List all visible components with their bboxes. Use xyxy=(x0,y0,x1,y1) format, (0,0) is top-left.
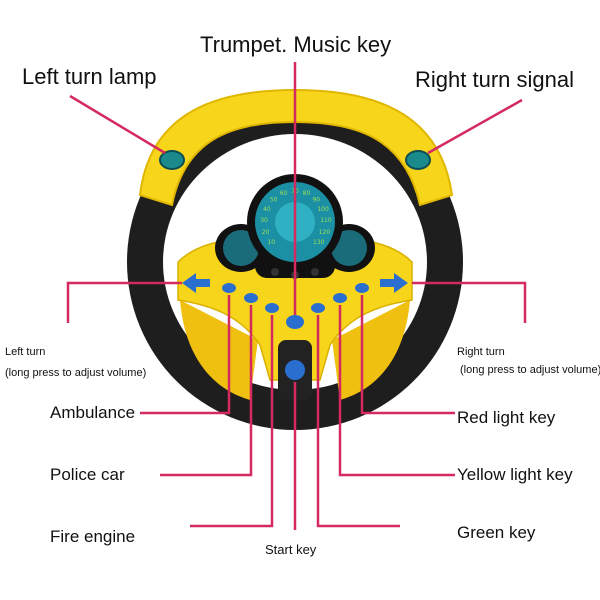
label-left-turn: Left turn xyxy=(5,346,46,358)
speedometer-tick-label: 10 xyxy=(267,239,275,246)
speedometer-tick-label: 90 xyxy=(312,196,320,203)
label-fire-engine: Fire engine xyxy=(50,527,136,546)
start-key-knob[interactable] xyxy=(285,360,305,380)
label-right-turn-note: (long press to adjust volume) xyxy=(460,364,600,376)
label-right-turn: Right turn xyxy=(457,346,505,358)
label-police-car: Police car xyxy=(50,465,125,484)
label-yellow-light-key: Yellow light key xyxy=(457,465,573,484)
fire-engine-key[interactable] xyxy=(265,303,279,313)
speedometer-tick-label: 40 xyxy=(263,206,271,213)
label-green-key: Green key xyxy=(457,523,536,542)
label-left-turn-note: (long press to adjust volume) xyxy=(5,367,147,379)
speedometer-tick-label: 130 xyxy=(313,239,325,246)
police-car-key[interactable] xyxy=(244,293,258,303)
speedometer-tick-label: 20 xyxy=(262,229,270,236)
red-light-key[interactable] xyxy=(355,283,369,293)
speedometer-tick-label: 80 xyxy=(303,190,311,197)
label-ambulance: Ambulance xyxy=(50,403,136,422)
left-turn-lamp[interactable] xyxy=(159,150,185,170)
label-trumpet-music-key: Trumpet. Music key xyxy=(200,32,392,57)
music-key[interactable] xyxy=(286,315,304,329)
ambulance-key[interactable] xyxy=(222,283,236,293)
speedometer-tick-label: 110 xyxy=(320,217,332,224)
speedometer-tick-label: 100 xyxy=(317,206,329,213)
green-key[interactable] xyxy=(311,303,325,313)
right-turn-lamp[interactable] xyxy=(405,150,431,170)
label-start-key: Start key xyxy=(265,542,317,557)
label-red-light-key: Red light key xyxy=(457,408,556,427)
label-left-turn-lamp: Left turn lamp xyxy=(22,64,157,89)
speedometer-tick-label: 30 xyxy=(260,217,268,224)
right-turn-button[interactable] xyxy=(380,273,408,293)
speedometer-tick-label: 120 xyxy=(319,229,331,236)
speedometer-tick-label: 60 xyxy=(280,190,288,197)
speedometer-tick-label: 50 xyxy=(270,196,278,203)
callout-lines xyxy=(66,62,527,530)
label-right-turn-signal: Right turn signal xyxy=(415,67,574,92)
left-turn-button[interactable] xyxy=(182,273,210,293)
yellow-light-key[interactable] xyxy=(333,293,347,303)
